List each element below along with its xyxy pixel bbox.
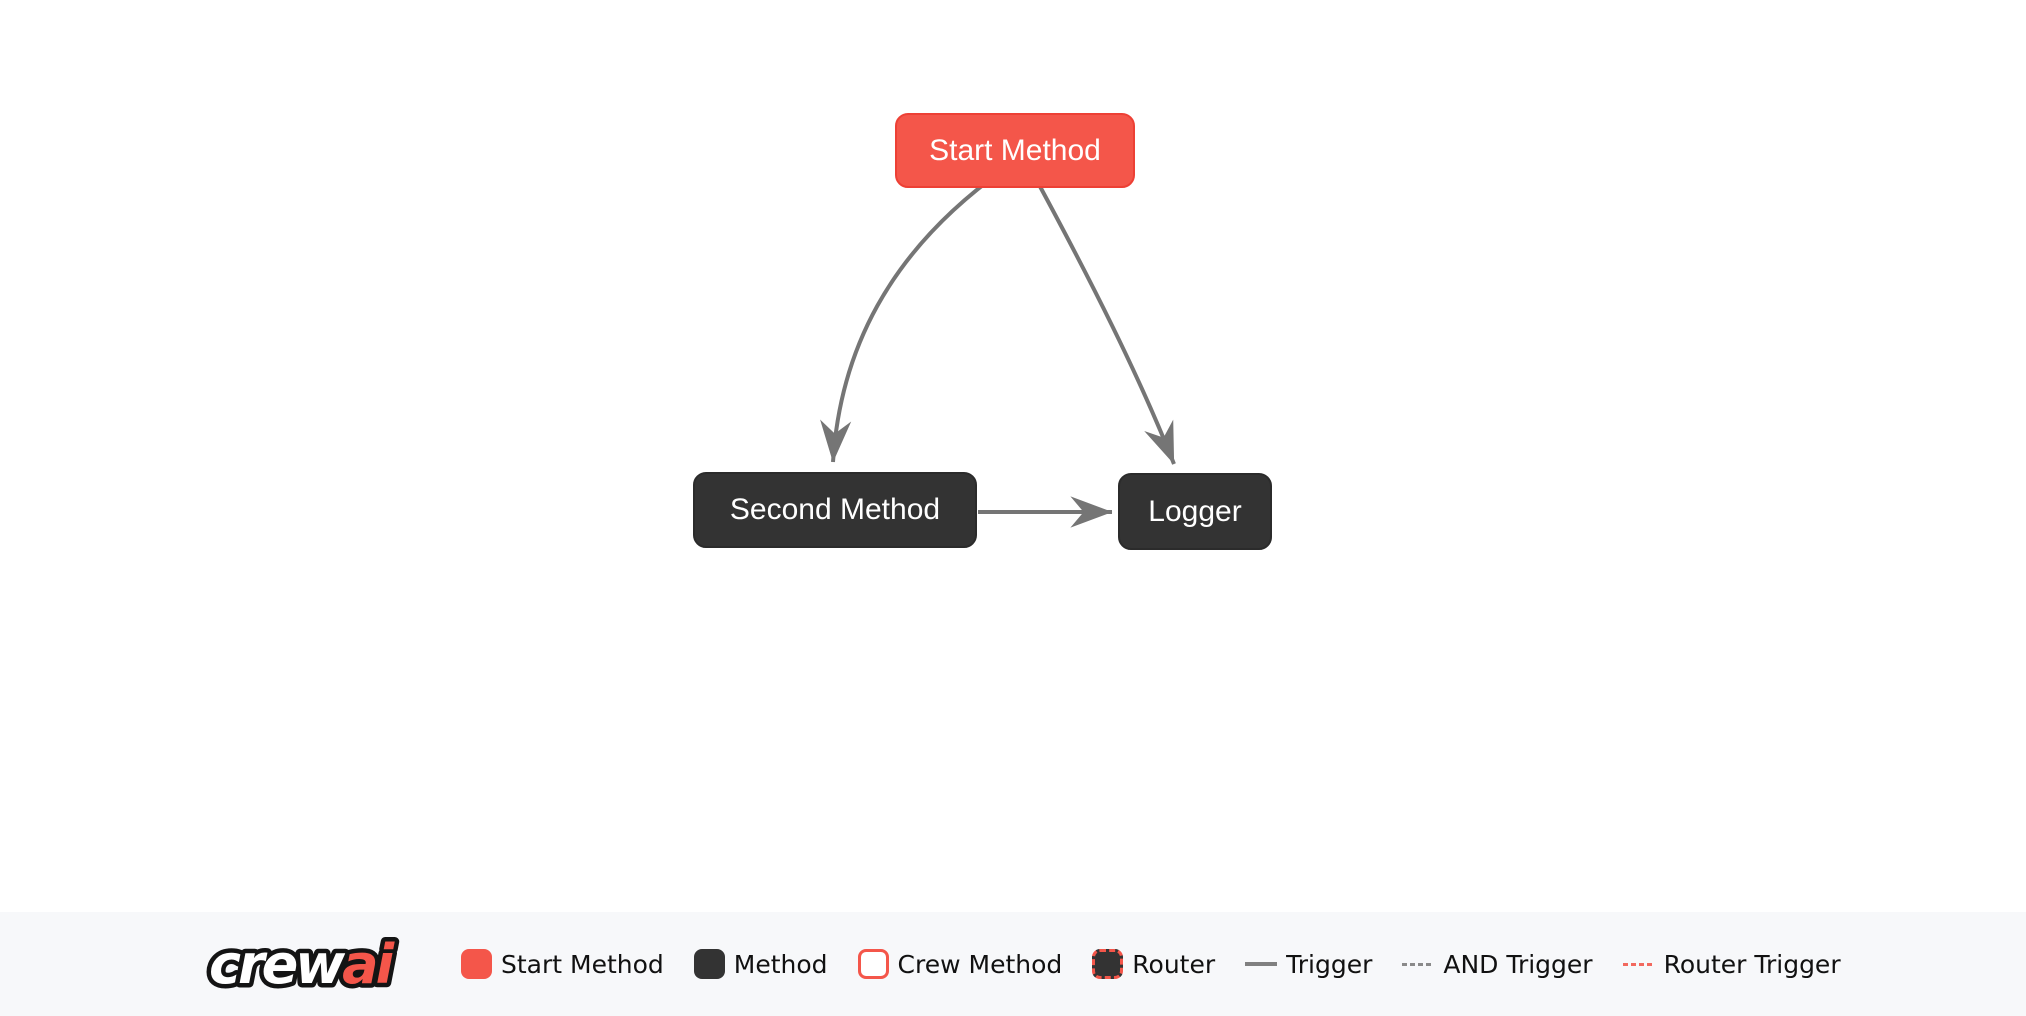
- crewai-logo: crewai: [205, 929, 403, 1001]
- legend-label: Trigger: [1286, 949, 1373, 979]
- legend-item-router-trigger: Router Trigger: [1622, 949, 1841, 979]
- legend-item-crew-method: Crew Method: [857, 949, 1063, 979]
- legend-label: Router: [1132, 949, 1216, 979]
- and-trigger-line-icon: [1402, 962, 1435, 966]
- legend-item-router: Router: [1092, 949, 1215, 979]
- router-swatch-icon: [1092, 949, 1124, 979]
- legend-bar: crewai Start Method Method Crew Method R…: [0, 912, 2026, 1016]
- legend-label: Start Method: [501, 949, 664, 979]
- legend-item-start-method: Start Method: [461, 949, 664, 979]
- legend-label: Router Trigger: [1663, 949, 1841, 979]
- svg-text:crewai: crewai: [209, 933, 396, 996]
- legend-label: AND Trigger: [1443, 949, 1593, 979]
- legend-label: Method: [733, 949, 828, 979]
- flow-canvas[interactable]: Start Method Second Method Logger: [0, 0, 2026, 912]
- method-swatch-icon: [693, 949, 725, 979]
- logo-crew-text: crew: [209, 933, 346, 996]
- crew-method-swatch-icon: [857, 949, 889, 979]
- router-trigger-line-icon: [1622, 962, 1655, 966]
- node-start-method[interactable]: Start Method: [895, 113, 1135, 188]
- legend-item-and-trigger: AND Trigger: [1402, 949, 1593, 979]
- legend-item-method: Method: [693, 949, 828, 979]
- edge-start-to-logger: [1028, 167, 1176, 465]
- legend-item-trigger: Trigger: [1245, 950, 1372, 979]
- legend-label: Crew Method: [897, 949, 1063, 979]
- flow-edges: [820, 167, 1176, 528]
- start-method-swatch-icon: [461, 949, 492, 979]
- edge-start-to-second: [820, 168, 1005, 463]
- node-logger[interactable]: Logger: [1118, 473, 1272, 550]
- trigger-line-icon: [1245, 962, 1278, 966]
- node-second-method[interactable]: Second Method: [693, 472, 977, 548]
- logo-ai-text: ai: [342, 933, 395, 996]
